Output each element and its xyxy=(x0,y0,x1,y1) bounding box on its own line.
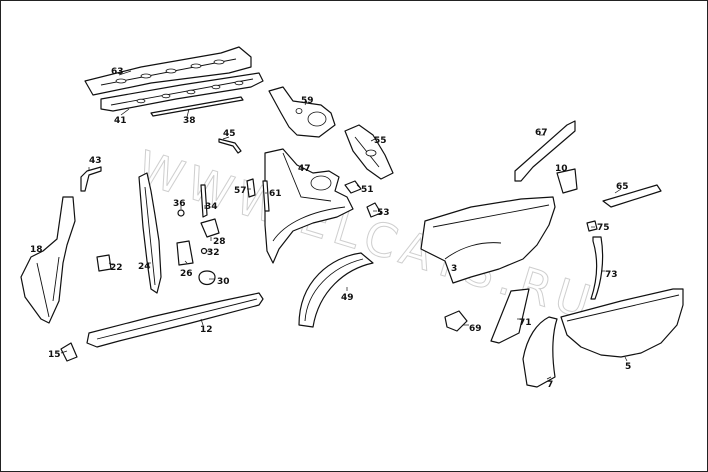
callout-7: 7 xyxy=(547,380,553,390)
part-28-bracket xyxy=(200,218,220,238)
part-7-rear-quarter xyxy=(522,316,558,388)
part-41-roof-bow xyxy=(100,72,264,112)
part-22-plate xyxy=(96,254,112,272)
part-71-panel xyxy=(490,288,530,344)
callout-22: 22 xyxy=(110,263,123,273)
part-59-panel xyxy=(268,86,336,138)
part-30-cap xyxy=(198,270,216,286)
callout-59: 59 xyxy=(301,96,314,106)
part-63-roof-frame xyxy=(84,46,252,96)
part-47-wheelhouse xyxy=(264,148,354,264)
callout-28: 28 xyxy=(213,237,226,247)
callout-63: 63 xyxy=(111,67,124,77)
callout-45: 45 xyxy=(223,129,236,139)
callout-49: 49 xyxy=(341,293,354,303)
callout-38: 38 xyxy=(183,116,196,126)
part-43-strip xyxy=(80,166,102,192)
callout-57: 57 xyxy=(234,186,247,196)
callout-43: 43 xyxy=(89,156,102,166)
callout-12: 12 xyxy=(200,325,213,335)
callout-73: 73 xyxy=(605,270,618,280)
callout-69: 69 xyxy=(469,324,482,334)
part-45-bracket xyxy=(218,138,242,154)
part-65-strip xyxy=(602,184,662,208)
part-57-clip xyxy=(246,178,256,198)
callout-32: 32 xyxy=(207,248,220,258)
part-38-drip-rail xyxy=(150,96,244,117)
callout-75: 75 xyxy=(597,223,610,233)
callout-5: 5 xyxy=(625,362,631,372)
callout-labels: 63 41 38 59 55 67 45 47 43 10 65 57 61 5… xyxy=(30,67,631,390)
part-53-bracket xyxy=(366,202,382,218)
callout-3: 3 xyxy=(451,264,457,274)
callout-36: 36 xyxy=(173,199,186,209)
callout-34: 34 xyxy=(205,202,218,212)
part-34-rod xyxy=(200,184,208,218)
callout-55: 55 xyxy=(374,136,387,146)
part-10-bracket xyxy=(556,168,578,194)
callout-26: 26 xyxy=(180,269,193,279)
callout-67: 67 xyxy=(535,128,548,138)
part-12-rocker-panel xyxy=(86,292,264,348)
callout-18: 18 xyxy=(30,245,43,255)
callout-41: 41 xyxy=(114,116,127,126)
callout-61: 61 xyxy=(269,189,282,199)
part-75-clip xyxy=(586,220,598,232)
part-69-bracket xyxy=(444,310,468,332)
part-61-strip xyxy=(262,180,270,212)
part-24-b-pillar xyxy=(138,172,162,294)
callout-10: 10 xyxy=(555,164,568,174)
part-36-grommet xyxy=(177,209,185,217)
part-32-clip xyxy=(200,247,208,255)
callout-71: 71 xyxy=(519,318,532,328)
part-55-pillar xyxy=(344,124,394,180)
part-15-plate xyxy=(60,342,78,362)
callout-51: 51 xyxy=(361,185,374,195)
part-73-strip xyxy=(590,236,604,300)
callout-47: 47 xyxy=(298,164,311,174)
part-5-rear-fender xyxy=(560,288,684,358)
part-3-front-fender xyxy=(420,196,556,284)
callout-65: 65 xyxy=(616,182,629,192)
part-51-bracket xyxy=(344,180,362,194)
part-18-a-pillar xyxy=(20,196,76,324)
leader-lines xyxy=(60,70,628,380)
part-67-pillar-trim xyxy=(514,120,576,182)
callout-30: 30 xyxy=(217,277,230,287)
part-49-wheel-arch xyxy=(298,252,374,328)
part-26-bracket xyxy=(176,240,194,266)
callout-24: 24 xyxy=(138,262,151,272)
callout-53: 53 xyxy=(377,208,390,218)
callout-15: 15 xyxy=(48,350,61,360)
